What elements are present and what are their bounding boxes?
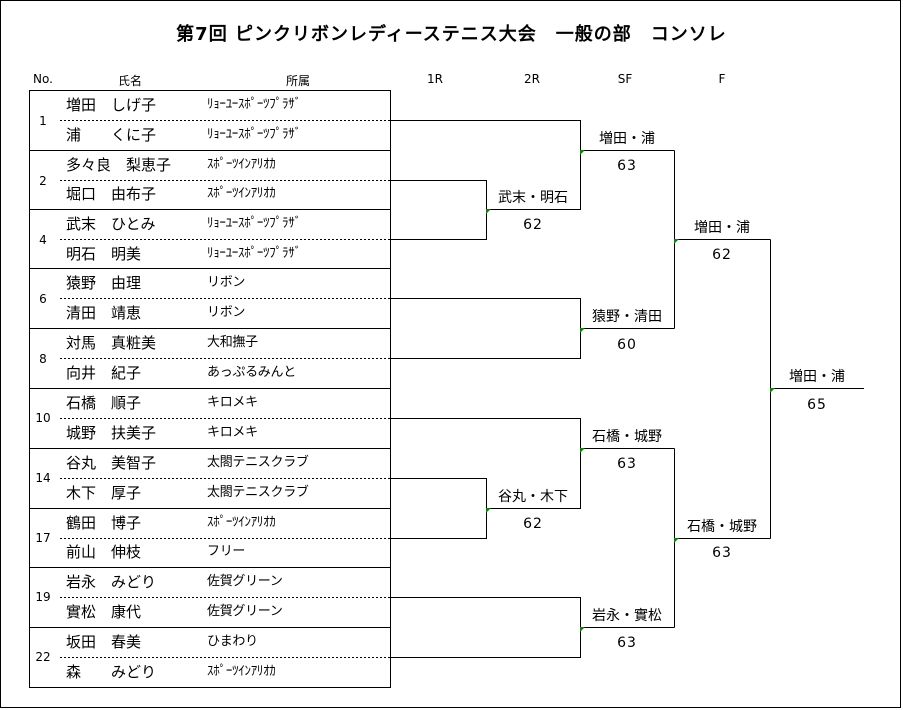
r2-winner-top: 武末・明石 [498,190,568,206]
r2-score-top: 62 [523,217,543,233]
seed-number: 19 [35,590,51,604]
player-affiliation: ひまわり [207,634,258,649]
header-f: F [718,72,726,86]
player-name: 明石 明美 [66,245,142,263]
seed-number: 1 [39,114,47,128]
bracket-connectors [390,120,864,658]
player-affiliation: ｽﾎﾟｰﾂｲﾝｱﾘｵｶ [207,157,276,172]
player-name: 対馬 真粧美 [66,334,157,352]
seed-number: 4 [39,233,47,247]
pair-separators [60,120,390,658]
player-affiliation: フリー [207,544,246,559]
marker-f1 [674,239,679,244]
page-title: 第7回 ピンクリボンレディーステニス大会 一般の部 コンソレ [176,24,727,45]
player-name: 谷丸 美智子 [66,454,157,472]
winner-markers [486,150,775,632]
marker-r2a [486,209,491,214]
seed-number: 8 [39,352,47,366]
f-winner-1: 増田・浦 [694,220,750,236]
player-affiliation: 佐賀グリーン [207,604,283,619]
champion-score: 65 [807,397,827,413]
player-name: 浦 くに子 [66,126,157,144]
player-name: 堀口 由布子 [66,185,157,203]
header-sf: SF [617,72,633,86]
player-affiliation: 佐賀グリーン [207,574,283,589]
player-affiliation: 大和撫子 [207,335,258,350]
marker-sf1 [580,150,585,155]
f-winner-2: 石橋・城野 [687,519,757,535]
sf-winner-1: 増田・浦 [599,131,655,147]
player-affiliation: ﾘｮｰﾕｰｽﾎﾟｰﾂﾌﾟﾗｻﾞ [207,216,301,231]
player-name: 城野 扶美子 [66,424,157,442]
seed-number: 2 [39,174,47,188]
marker-r2b [486,508,491,513]
player-name: 増田 しげ子 [66,96,157,114]
player-name: 木下 厚子 [66,484,142,502]
player-affiliation: キロメキ [207,395,258,410]
champion-winner: 増田・浦 [789,369,845,385]
marker-sf4 [580,627,585,632]
seed-number: 10 [35,411,51,425]
sf-score-2: 60 [617,337,637,353]
player-table-border [29,90,391,688]
player-name: 石橋 順子 [66,394,142,412]
player-name: 多々良 梨恵子 [66,156,172,174]
player-affiliation: ｽﾎﾟｰﾂｲﾝｱﾘｵｶ [207,515,276,530]
player-affiliation: キロメキ [207,425,258,440]
sf-score-4: 63 [617,635,637,651]
sf-winner-4: 岩永・實松 [592,608,662,624]
sf-winner-2: 猿野・清田 [592,309,662,325]
player-name: 清田 靖恵 [66,304,142,322]
player-name: 向井 紀子 [66,364,142,382]
r2-winner-bottom: 谷丸・木下 [498,489,568,505]
header-no: No. [33,72,53,86]
player-affiliation: 太閤テニスクラブ [207,455,309,470]
seed-number: 17 [35,531,51,545]
player-affiliation: リボン [207,275,246,290]
player-name: 森 みどり [66,663,157,681]
player-name: 鶴田 博子 [66,514,142,532]
header-2r: 2R [524,72,540,86]
seed-number: 14 [35,471,51,485]
player-name: 岩永 みどり [66,573,157,591]
player-name: 實松 康代 [66,603,142,621]
player-affiliation: リボン [207,305,246,320]
player-affiliation: ﾘｮｰﾕｰｽﾎﾟｰﾂﾌﾟﾗｻﾞ [207,97,301,112]
player-affiliation: ｽﾎﾟｰﾂｲﾝｱﾘｵｶ [207,186,276,201]
marker-sf2 [580,328,585,333]
player-name: 武末 ひとみ [66,215,156,233]
player-affiliation: あっぷるみんと [207,365,296,380]
group-separators [30,150,390,628]
r2-score-bottom: 62 [523,516,543,532]
header-name: 氏名 [117,74,142,88]
seed-number: 6 [39,292,47,306]
player-affiliation: ﾘｮｰﾕｰｽﾎﾟｰﾂﾌﾟﾗｻﾞ [207,246,301,261]
marker-f2 [674,538,679,543]
f-score-1: 62 [712,247,732,263]
header-affiliation: 所属 [285,74,310,88]
player-affiliation: ｽﾎﾟｰﾂｲﾝｱﾘｵｶ [207,664,276,679]
sf-winner-3: 石橋・城野 [592,429,662,445]
player-name: 猿野 由理 [66,274,142,292]
player-name: 坂田 春美 [66,633,142,651]
player-affiliation: ﾘｮｰﾕｰｽﾎﾟｰﾂﾌﾟﾗｻﾞ [207,127,301,142]
marker-sf3 [580,448,585,453]
header-1r: 1R [427,72,443,86]
seed-number: 22 [35,650,51,664]
f-score-2: 63 [712,545,732,561]
player-affiliation: 太閤テニスクラブ [207,485,309,500]
sf-score-1: 63 [617,158,637,174]
sf-score-3: 63 [617,456,637,472]
marker-champion [770,388,775,393]
player-name: 前山 伸枝 [66,543,142,561]
